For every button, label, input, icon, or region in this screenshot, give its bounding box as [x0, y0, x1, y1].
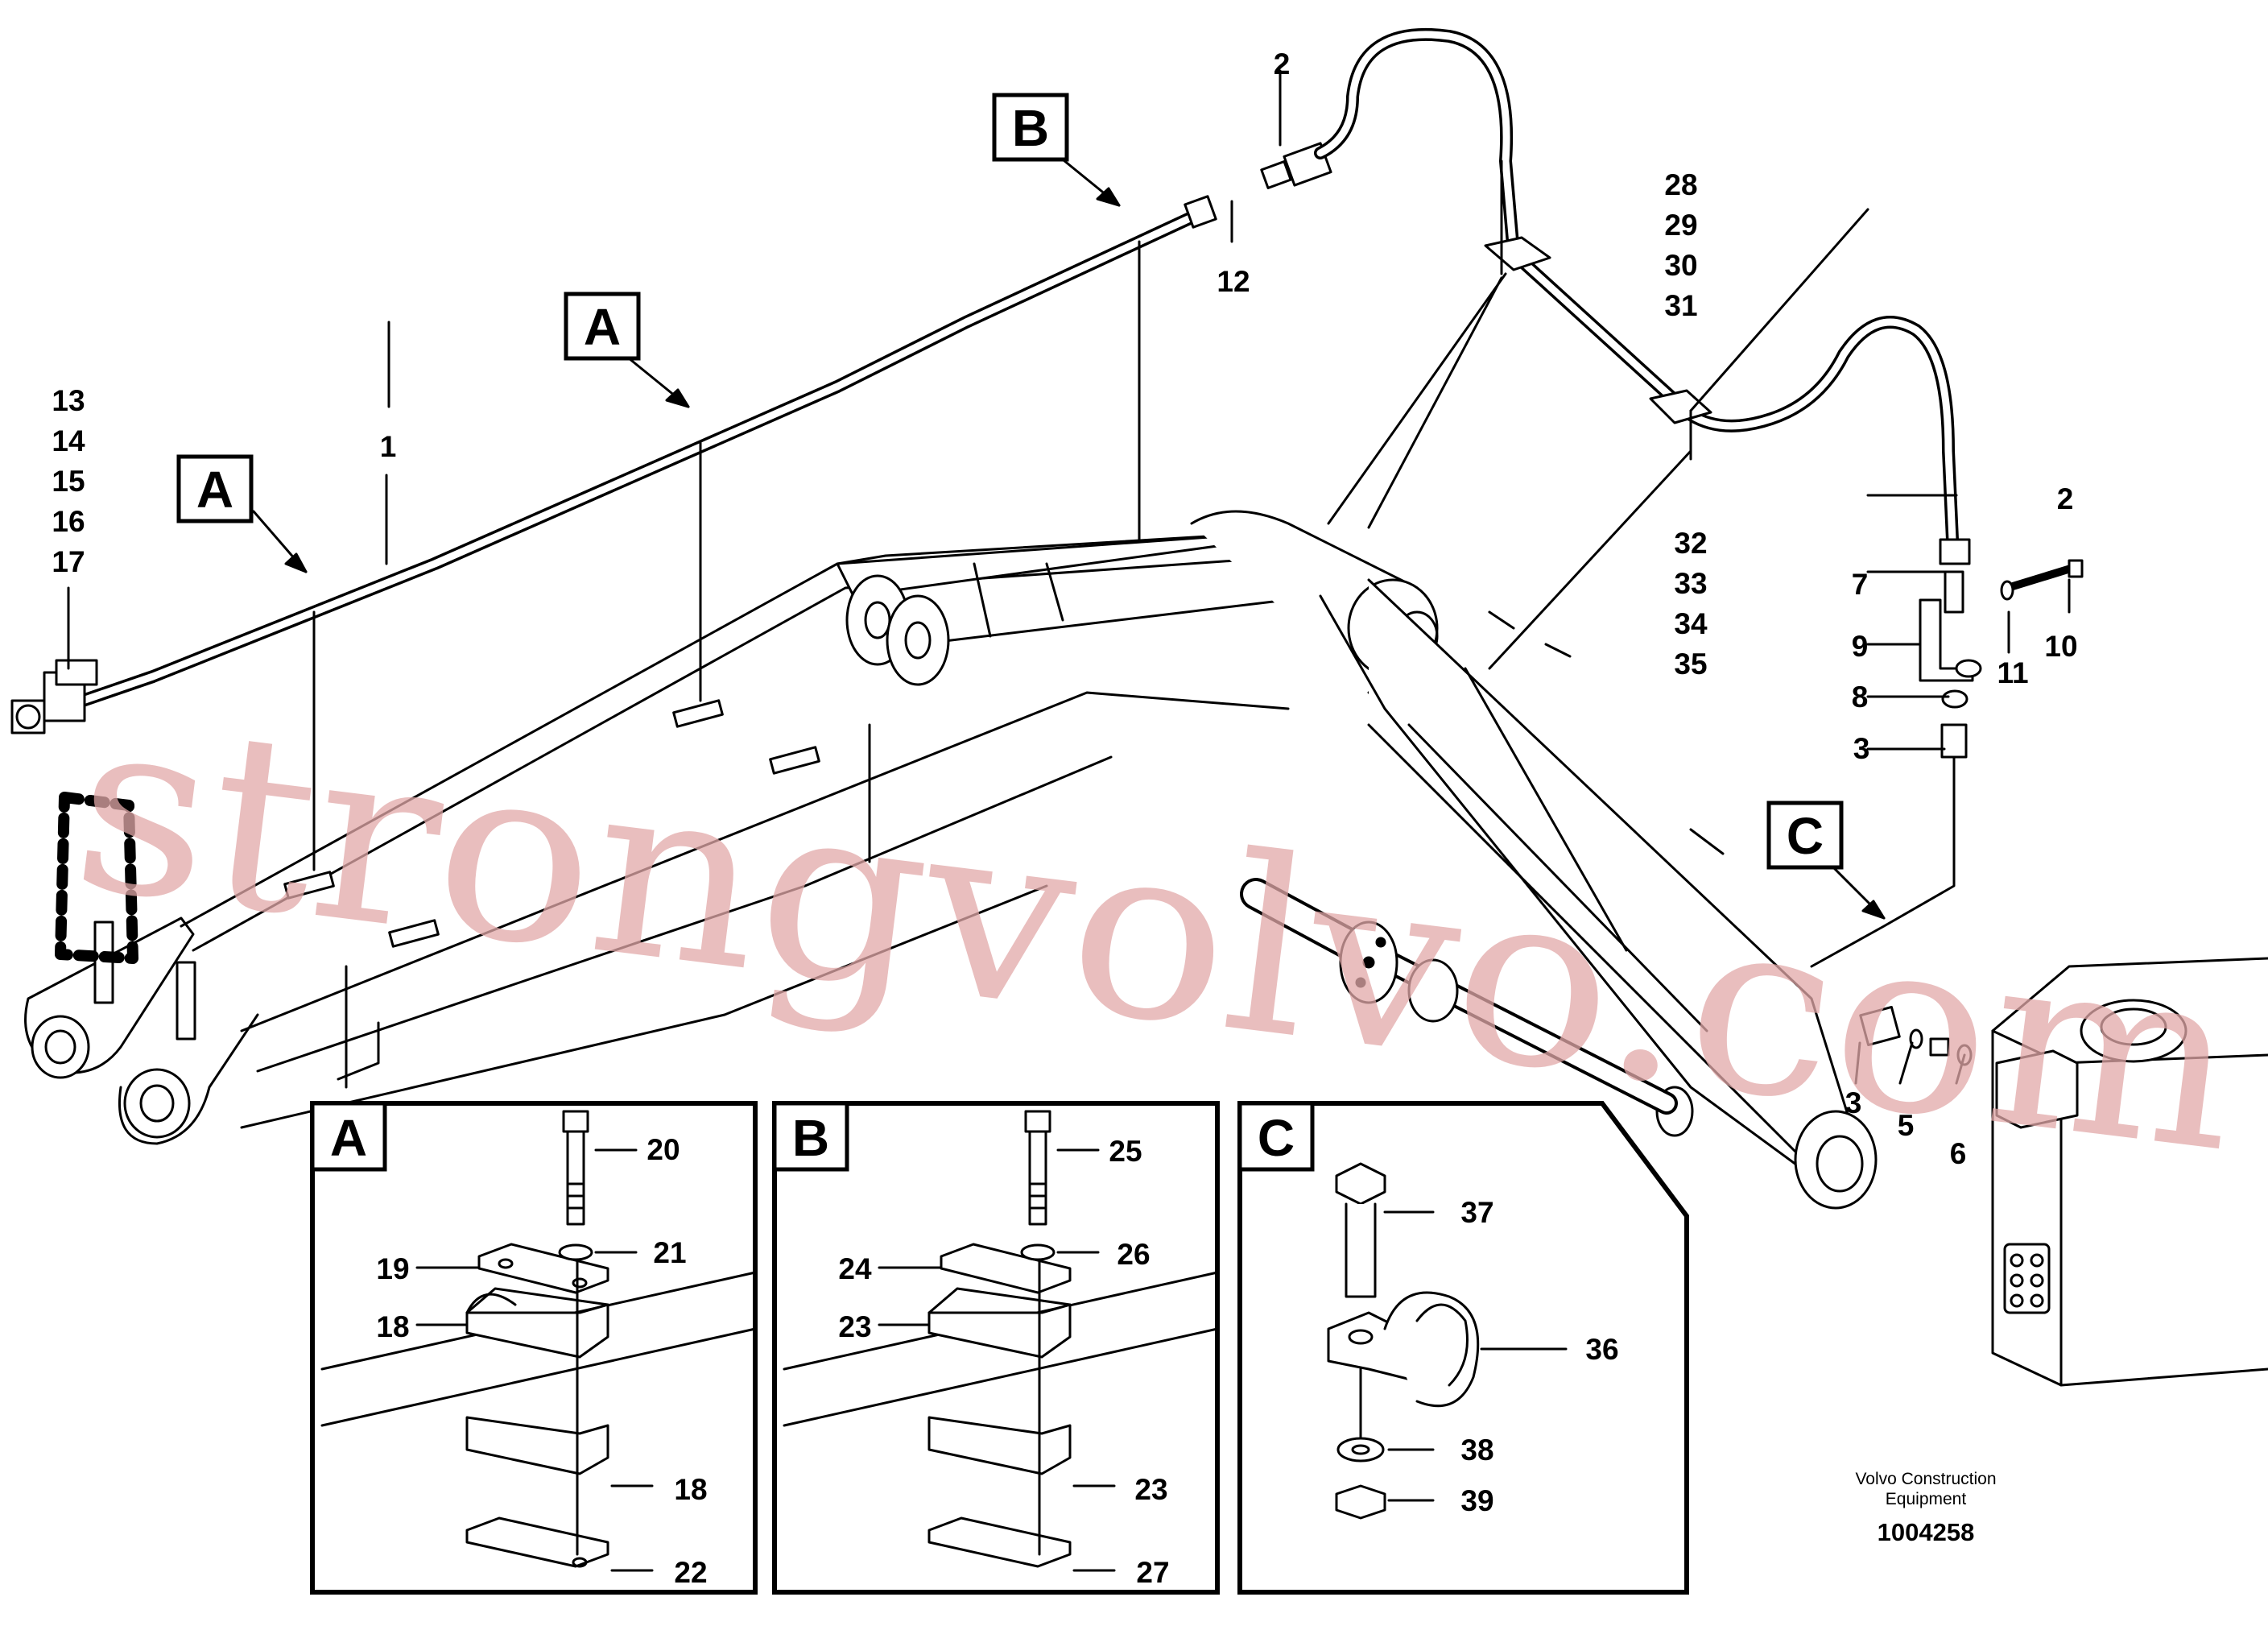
callout-labels: 1 2 2 3 3 5 6 7 8 9 10 11 12 13 14 15 16… [52, 48, 2077, 1589]
callout-9: 9 [1852, 630, 1869, 663]
callout-39: 39 [1460, 1484, 1493, 1517]
callout-10: 10 [2044, 630, 2077, 663]
callout-28: 28 [1664, 168, 1697, 201]
svg-text:B: B [792, 1109, 829, 1167]
detail-panel-b: B [772, 1101, 1220, 1595]
callout-23-lower: 23 [1134, 1473, 1167, 1506]
brand-line-1: Volvo Construction [1855, 1470, 1996, 1488]
callout-21: 21 [653, 1236, 686, 1269]
section-box-c: C [1766, 801, 1844, 870]
callout-13: 13 [52, 384, 85, 417]
detail-panel-a: A [310, 1101, 758, 1595]
callout-16: 16 [52, 505, 85, 538]
leader-lines [67, 69, 2071, 1085]
callout-15: 15 [52, 465, 85, 498]
hydraulic-tank [1991, 957, 2268, 1387]
svg-text:A: A [584, 298, 621, 356]
callout-27: 27 [1136, 1556, 1169, 1589]
callout-8: 8 [1852, 681, 1869, 714]
svg-text:A: A [196, 461, 233, 519]
callout-5: 5 [1898, 1109, 1915, 1142]
callout-1: 1 [380, 430, 397, 463]
callout-36: 36 [1585, 1333, 1618, 1366]
svg-text:C: C [1787, 807, 1824, 865]
callout-18-upper: 18 [376, 1310, 409, 1343]
svg-text:B: B [1012, 99, 1049, 157]
callout-29: 29 [1664, 209, 1697, 242]
boom-structure [24, 510, 1878, 1210]
callout-31: 31 [1664, 289, 1697, 322]
callout-24: 24 [838, 1252, 872, 1285]
callout-25: 25 [1109, 1135, 1142, 1168]
callout-2-top: 2 [1274, 48, 1291, 81]
section-box-a2: A [564, 292, 641, 361]
section-box-b: B [992, 93, 1069, 162]
callout-7: 7 [1852, 568, 1869, 601]
callout-3-lower: 3 [1845, 1086, 1862, 1119]
callout-20: 20 [647, 1133, 680, 1166]
callout-37: 37 [1460, 1196, 1493, 1229]
callout-33: 33 [1674, 567, 1707, 600]
callout-19: 19 [376, 1252, 409, 1285]
callout-22: 22 [674, 1556, 707, 1589]
callout-32: 32 [1674, 527, 1707, 560]
callout-34: 34 [1674, 607, 1708, 640]
detail-panel-c: C [1237, 1101, 1689, 1595]
callout-35: 35 [1674, 648, 1707, 681]
callout-2-right: 2 [2057, 482, 2074, 515]
svg-text:A: A [330, 1109, 367, 1167]
callout-23-upper: 23 [838, 1310, 871, 1343]
callout-6: 6 [1950, 1137, 1967, 1170]
callout-18-lower: 18 [674, 1473, 707, 1506]
callout-3-upper: 3 [1853, 732, 1870, 765]
brand-line-2: Equipment [1886, 1490, 1967, 1508]
drawing-footer: Volvo Construction Equipment 1004258 [1855, 1470, 1996, 1546]
section-box-a1: A [176, 454, 254, 523]
svg-text:C: C [1258, 1109, 1295, 1167]
callout-30: 30 [1664, 249, 1697, 282]
callout-14: 14 [52, 424, 85, 457]
callout-11: 11 [1997, 656, 2028, 689]
callout-12: 12 [1217, 265, 1250, 298]
callout-38: 38 [1460, 1434, 1493, 1467]
drawing-number: 1004258 [1878, 1518, 1975, 1546]
callout-26: 26 [1117, 1238, 1150, 1271]
callout-17: 17 [52, 545, 85, 578]
